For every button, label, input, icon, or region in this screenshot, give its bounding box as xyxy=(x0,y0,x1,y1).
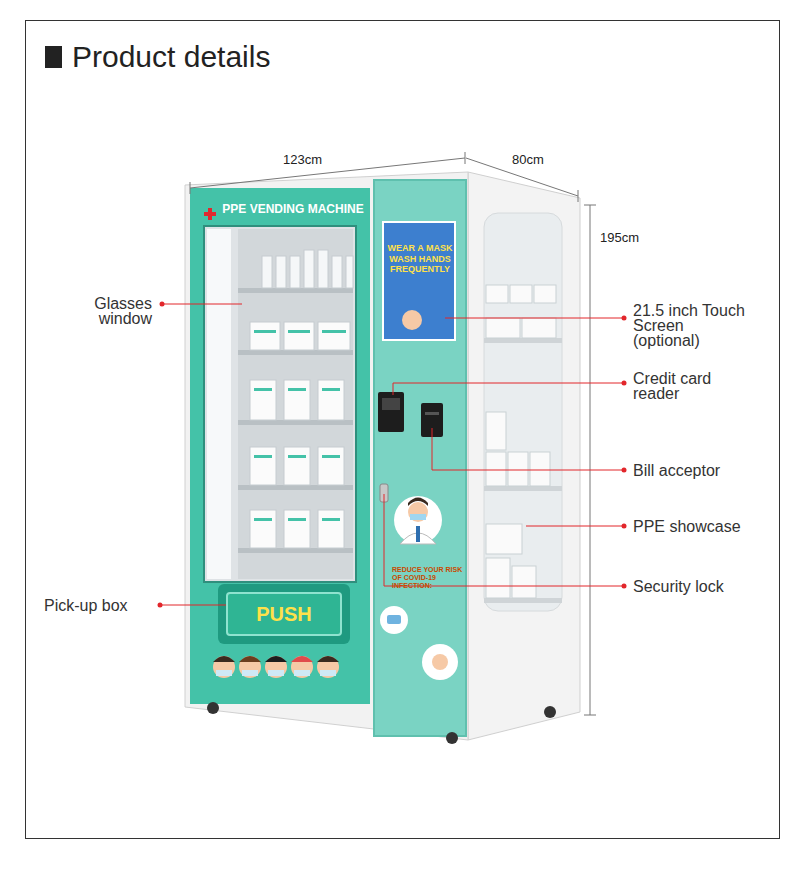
red-cross xyxy=(204,208,216,220)
glass-window xyxy=(204,226,356,582)
callout-label: PPE showcase xyxy=(633,519,741,534)
touch-screen xyxy=(383,222,455,340)
leader-lines xyxy=(160,304,624,605)
hygiene-icons xyxy=(380,606,458,680)
pickup-box-text: PUSH xyxy=(256,603,312,626)
page-title: Product details xyxy=(72,40,270,74)
pickup-box: PUSH xyxy=(226,592,342,636)
machine-front xyxy=(185,172,468,740)
dimension-lines xyxy=(190,152,596,715)
box-stripes xyxy=(254,330,346,521)
card-reader xyxy=(378,392,404,432)
faces xyxy=(213,656,339,678)
callout-label: Security lock xyxy=(633,579,724,594)
callout-label: Bill acceptor xyxy=(633,463,720,478)
shelves xyxy=(238,288,353,553)
showcase-shelves xyxy=(484,285,562,603)
dimension-label: 80cm xyxy=(512,152,544,167)
screen-message-text: WEAR A MASK WASH HANDS FREQUENTLY xyxy=(387,243,453,274)
doctor-figure xyxy=(394,496,442,544)
wheels xyxy=(207,702,556,744)
front-door-panel xyxy=(190,188,370,704)
callout-label: Credit card reader xyxy=(633,371,743,401)
callout-label: Pick-up box xyxy=(44,598,152,613)
machine-header-text: PPE VENDING MACHINE xyxy=(222,203,363,217)
side-control-panel xyxy=(374,180,466,736)
pickup-box-frame xyxy=(218,584,350,644)
screen-message: WEAR A MASK WASH HANDS FREQUENTLY xyxy=(385,228,455,290)
leader-dots xyxy=(158,302,627,608)
poster-text: REDUCE YOUR RISK OF COVID-19 INFECTION: xyxy=(392,566,464,590)
window-light-strip xyxy=(207,229,231,579)
dimension-label: 123cm xyxy=(283,152,322,167)
machine-side xyxy=(468,172,580,740)
dimension-label: 195cm xyxy=(600,230,639,245)
frame xyxy=(26,21,780,839)
washing-hands xyxy=(402,310,422,330)
machine-header: PPE VENDING MACHINE xyxy=(219,199,367,221)
showcase-opening xyxy=(484,213,562,611)
product-boxes xyxy=(250,322,350,548)
callout-label: 21.5 inch Touch Screen (optional) xyxy=(633,303,751,348)
bottles xyxy=(262,250,353,288)
title-marker xyxy=(45,46,62,68)
callout-label: Glasses window xyxy=(58,296,152,326)
